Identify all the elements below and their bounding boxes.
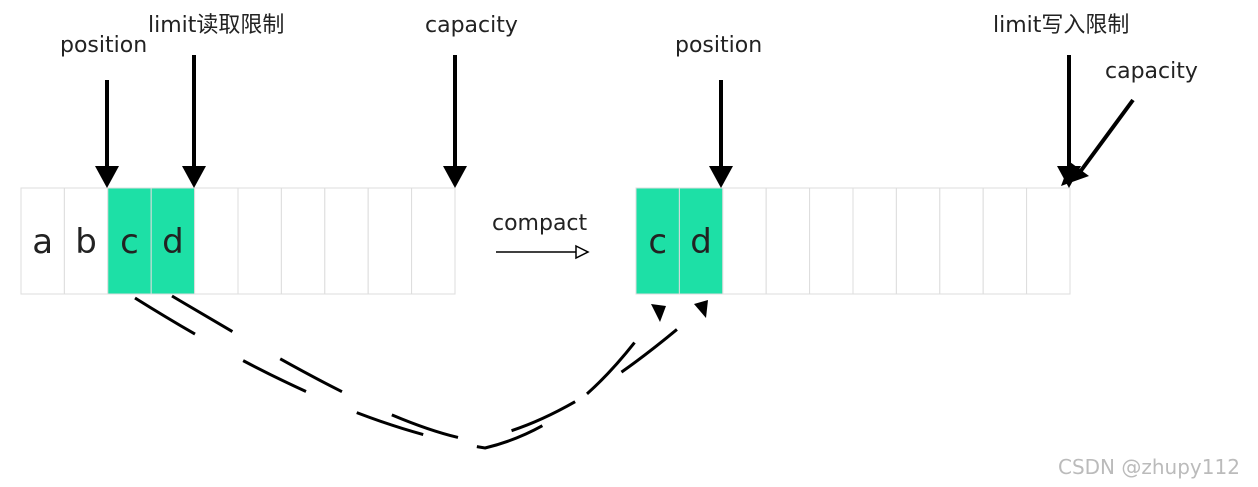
watermark: CSDN @zhupy112 [1058,455,1240,479]
right_buffer-cell [895,187,941,295]
move-curve-d [171,294,703,442]
left_buffer-cell [20,187,65,295]
left_buffer-cell [367,187,413,295]
right-position-arrow [709,80,733,188]
left_buffer-cell [194,187,239,295]
left_buffer-cell [280,187,326,295]
right_buffer-cell [939,187,984,295]
left_buffer-cell [107,187,152,295]
left_buffer-cell [63,187,109,295]
left_buffer-cell-letter: b [75,222,97,262]
right-capacity-label: capacity [1105,59,1198,84]
right_buffer-cell-letter: d [690,222,712,262]
right_buffer-cell [852,187,897,295]
move-curve-c [134,296,662,450]
left_buffer-cell [237,187,282,295]
right-capacity-arrow [1061,98,1135,186]
left-position-label: position [60,33,147,58]
move-arrowhead-c [651,304,666,322]
left_buffer-cell-letter: c [120,222,139,262]
right_buffer-cell [678,187,724,295]
right_buffer-cell-letter: c [648,222,667,262]
compact-label: compact [492,211,588,236]
right_buffer-cell [809,187,854,295]
move-arrowhead-d [694,300,708,318]
right_buffer-cell [635,187,680,295]
left-capacity-arrow [443,55,467,188]
left-limit-arrow [182,55,206,188]
right-position-label: position [675,33,762,58]
left-capacity-label: capacity [425,13,518,38]
right_buffer-cell [1026,187,1071,295]
left-limit-label: limit读取限制 [148,13,284,38]
left-position-arrow [95,80,119,188]
left_buffer-cell-letter: a [32,222,53,262]
left_buffer-cell [411,187,456,295]
compact-arrow [496,244,590,260]
right_buffer-cell [982,187,1028,295]
right-limit-label: limit写入限制 [993,13,1129,38]
left_buffer-cell [324,187,369,295]
right_buffer-cell [765,187,811,295]
right_buffer-cell [722,187,767,295]
left_buffer-cell-letter: d [162,222,184,262]
